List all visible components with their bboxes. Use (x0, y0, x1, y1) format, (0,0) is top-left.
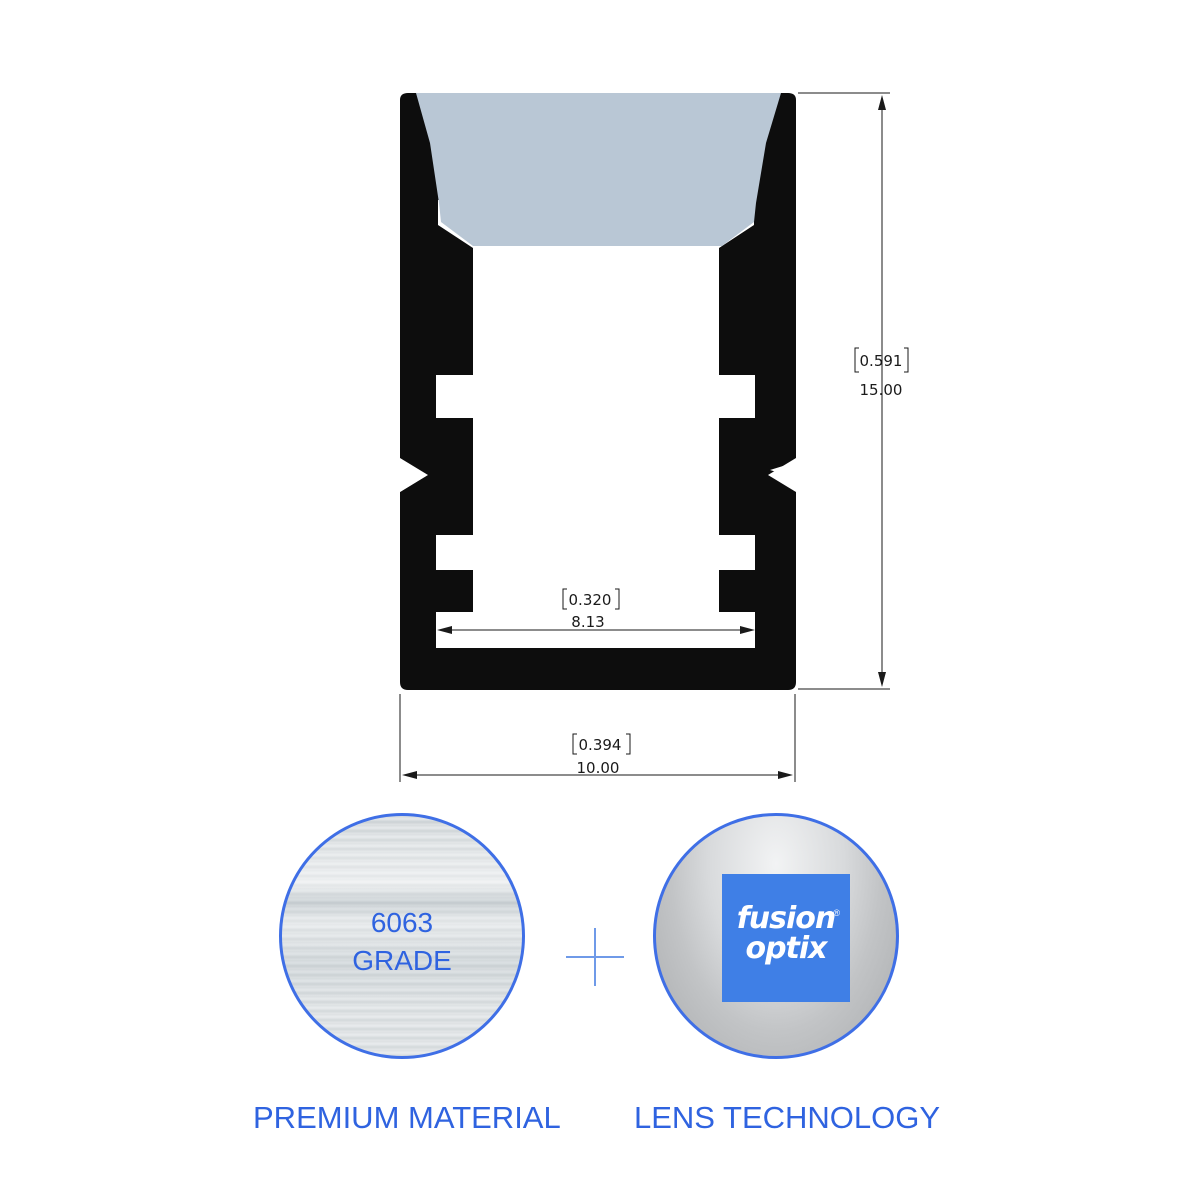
material-badge: 6063 GRADE (279, 813, 525, 1059)
plus-icon (566, 928, 624, 986)
inner-width-inch-label: 0.320 (569, 591, 612, 609)
logo-word-fusion: fusion (736, 901, 837, 936)
logo-word-optix: optix (745, 931, 827, 966)
height-dimension (798, 92, 890, 690)
profile-drawing: 0.591 15.00 0.320 8.13 0.394 10.00 (399, 92, 909, 782)
outer-width-dimension (399, 694, 796, 782)
lens-badge: fusion optix ® (653, 813, 899, 1059)
material-caption: PREMIUM MATERIAL (253, 1100, 561, 1135)
outer-width-mm-label: 10.00 (577, 759, 620, 777)
diffuser-lens (416, 93, 781, 246)
height-inch-label: 0.591 (860, 352, 903, 370)
lens-caption: LENS TECHNOLOGY (634, 1100, 941, 1135)
grade-label: GRADE (352, 945, 452, 976)
registered-mark: ® (833, 908, 840, 918)
grade-number: 6063 (370, 907, 434, 938)
inner-width-mm-label: 8.13 (571, 613, 604, 631)
height-mm-label: 15.00 (860, 381, 903, 399)
fusion-optix-logo: fusion optix ® (722, 874, 850, 1002)
outer-width-inch-label: 0.394 (579, 736, 622, 754)
